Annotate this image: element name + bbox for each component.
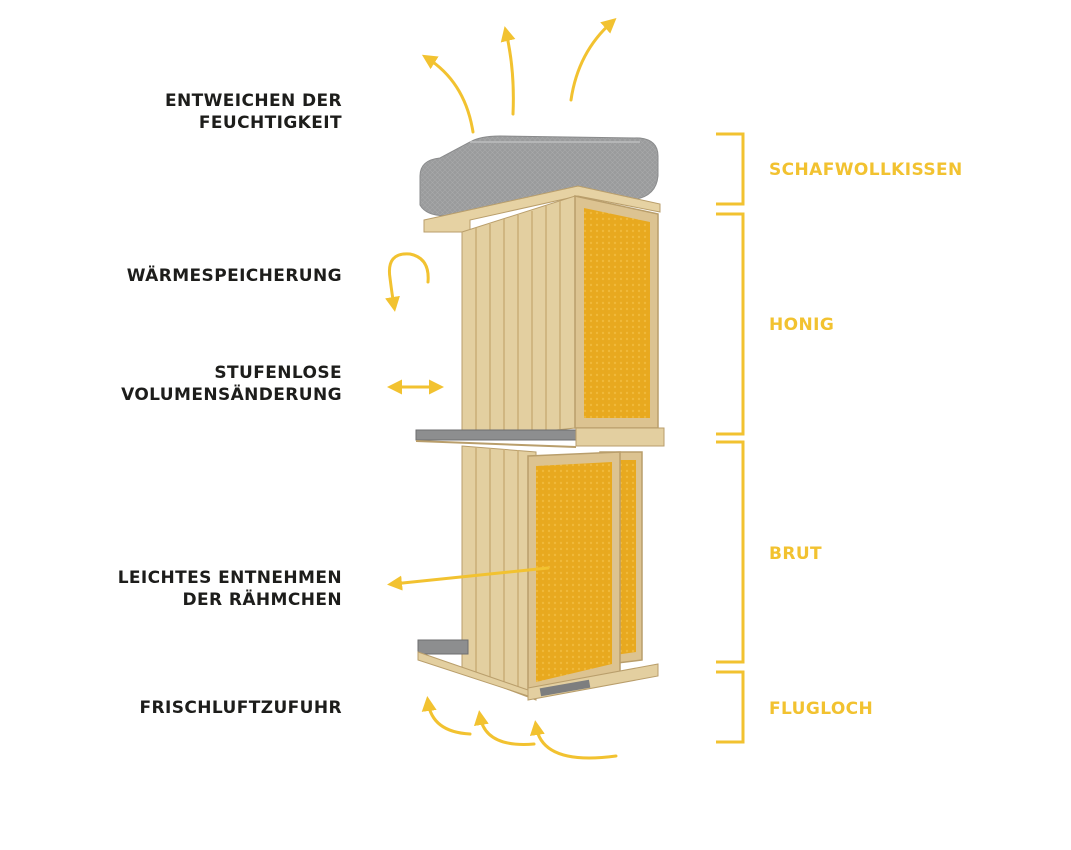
circular-arrow-icon [385,252,430,312]
label-moisture: ENTWEICHEN DER FEUCHTIGKEIT [165,90,342,134]
label-fresh-air-line-1: FRISCHLUFTZUFUHR [139,698,342,718]
label-heat-storage: WÄRMESPEICHERUNG [127,265,342,287]
bracket-entrance-icon [716,670,745,744]
upper-slats [461,195,576,441]
airflow-arrow-3-icon [529,720,618,760]
airflow-arrow-2-icon [473,710,536,746]
bracket-honey-icon [716,212,745,436]
section-label-entrance: FLUGLOCH [769,699,874,719]
frame-pointer-arrow-icon [387,566,550,591]
bracket-cushion-icon [716,132,745,206]
honey-frame [574,195,659,429]
brood-frames [527,451,643,695]
label-volume-change: STUFENLOSE VOLUMENSÄNDERUNG [121,362,342,406]
label-moisture-line-2: FEUCHTIGKEIT [198,113,342,133]
bottom-board [417,639,659,701]
label-frame-removal-line-2: DER RÄHMCHEN [182,590,342,610]
label-volume-change-line-1: STUFENLOSE [214,363,342,383]
label-heat-storage-line-1: WÄRMESPEICHERUNG [126,266,342,286]
label-frame-removal: LEICHTES ENTNEHMEN DER RÄHMCHEN [118,567,342,611]
moisture-arrow-left-icon [421,54,475,134]
section-label-brood: BRUT [769,544,823,564]
section-label-honey: HONIG [769,315,835,335]
middle-shelf [415,427,665,448]
hive-illustration [415,135,665,701]
airflow-arrow-1-icon [421,696,472,736]
label-moisture-line-1: ENTWEICHEN DER [164,91,342,111]
section-label-wool-cushion: SCHAFWOLLKISSEN [769,160,963,180]
label-fresh-air: FRISCHLUFTZUFUHR [140,697,342,719]
label-volume-change-line-2: VOLUMENSÄNDERUNG [121,385,342,405]
moisture-arrow-right-icon [569,18,617,102]
bracket-brood-icon [716,440,745,664]
label-frame-removal-line-1: LEICHTES ENTNEHMEN [117,568,342,588]
moisture-arrow-center-icon [500,26,516,116]
